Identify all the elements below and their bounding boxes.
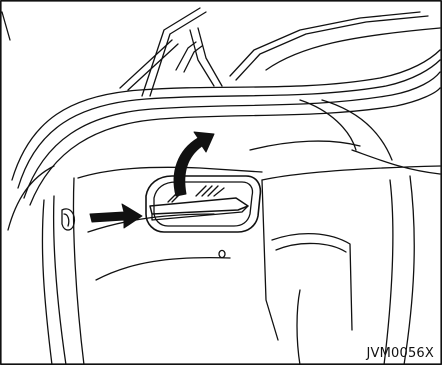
- pull-up-arrow-icon: [174, 132, 214, 196]
- panel-hole: [219, 250, 225, 257]
- figure-code: JVM0056X: [366, 346, 434, 361]
- trunk-hinge-struts: [2, 8, 440, 96]
- left-trunk-side-panel: [8, 166, 84, 365]
- trunk-release-lever-recess: [146, 176, 260, 232]
- trunk-interior-panels: [78, 100, 440, 365]
